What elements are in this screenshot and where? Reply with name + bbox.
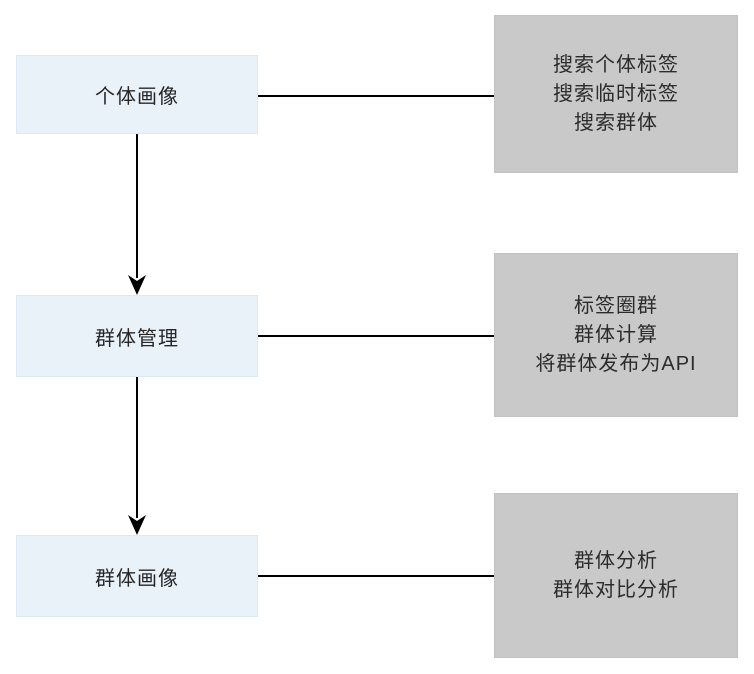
feature-line: 将群体发布为API [535, 352, 697, 375]
node-group-profile: 群体画像 [16, 535, 258, 617]
feature-box-group-profile: 群体分析 群体对比分析 [494, 493, 738, 658]
feature-line: 搜索群体 [574, 111, 658, 134]
node-individual-profile-label: 个体画像 [95, 86, 179, 108]
feature-line: 群体计算 [574, 323, 658, 346]
node-individual-profile: 个体画像 [16, 55, 258, 134]
feature-box-individual-profile: 搜索个体标签 搜索临时标签 搜索群体 [494, 15, 738, 173]
feature-line: 群体对比分析 [553, 578, 679, 601]
arrow-node1-to-node2-head [128, 275, 146, 295]
feature-box-group-management: 标签圈群 群体计算 将群体发布为API [494, 253, 738, 417]
feature-line: 搜索个体标签 [553, 53, 679, 76]
node-group-management: 群体管理 [16, 295, 258, 377]
node-group-management-label: 群体管理 [95, 327, 179, 350]
node-group-profile-label: 群体画像 [95, 567, 179, 590]
feature-line: 搜索临时标签 [553, 82, 679, 105]
arrow-node2-to-node3-head [128, 515, 146, 535]
feature-line: 群体分析 [574, 549, 658, 572]
feature-line: 标签圈群 [574, 294, 658, 317]
